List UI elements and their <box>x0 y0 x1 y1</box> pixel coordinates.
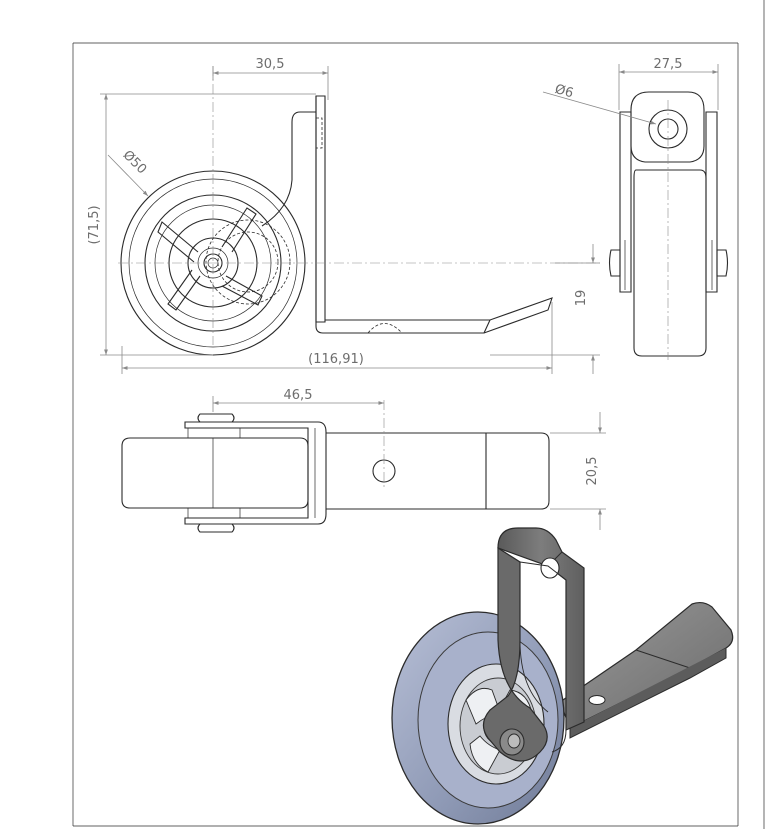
dim-hole-dia: Ø6 <box>553 82 575 102</box>
dim-side-width: 27,5 <box>654 57 683 72</box>
front-view-dimensions: 30,5 (71,5) Ø50 (116,91) 19 <box>87 57 600 374</box>
dim-overall-length: (116,91) <box>308 352 364 367</box>
dim-pedal-height: 19 <box>574 290 589 307</box>
side-view-dimensions: 27,5 Ø6 <box>542 57 719 125</box>
dim-plate-width: 20,5 <box>585 457 600 486</box>
top-view <box>121 400 550 533</box>
isometric-view <box>391 527 734 825</box>
dim-top-width: 30,5 <box>256 57 285 72</box>
top-view-dimensions: 46,5 20,5 <box>212 388 606 530</box>
sheet-frame <box>72 0 765 829</box>
dim-height-ref: (71,5) <box>87 205 102 244</box>
dim-hole-offset: 46,5 <box>284 388 313 403</box>
front-view <box>118 66 600 356</box>
dim-wheel-dia: Ø50 <box>120 148 150 178</box>
side-view <box>608 91 729 360</box>
